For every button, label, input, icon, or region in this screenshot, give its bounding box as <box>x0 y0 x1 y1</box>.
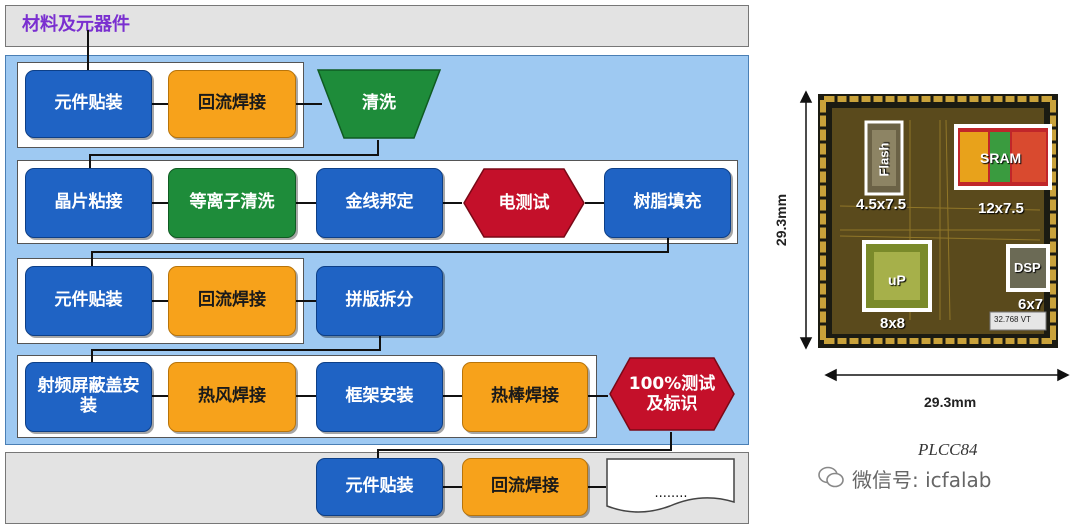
flash-label: Flash <box>876 142 892 177</box>
height-dimension: 29.3mm <box>773 193 789 247</box>
step-component-mount-2: 元件贴装 <box>25 266 152 336</box>
step-panel-split: 拼版拆分 <box>316 266 443 336</box>
package-caption: PLCC84 <box>918 440 978 459</box>
step-full-test-marking: 100%测试及标识 <box>628 373 716 414</box>
step-resin-fill: 树脂填充 <box>604 168 731 238</box>
material-label: 材料及元器件 <box>22 14 130 35</box>
step-reflow-solder-1: 回流焊接 <box>168 70 296 138</box>
step-cleaning: 清洗 <box>362 93 396 114</box>
dsp-size: 6x7 <box>1018 296 1044 313</box>
step-reflow-solder-2: 回流焊接 <box>168 266 296 336</box>
step-wire-bond: 金线邦定 <box>316 168 443 238</box>
wechat-icon <box>818 466 844 488</box>
step-electrical-test: 电测试 <box>498 192 550 213</box>
step-shield-mount: 射频屏蔽盖安装 <box>25 362 152 432</box>
step-component-mount-1: 元件贴装 <box>25 70 152 138</box>
top-material-band <box>5 5 749 47</box>
width-dimension: 29.3mm <box>924 394 977 410</box>
step-component-mount-3: 元件贴装 <box>316 458 443 516</box>
step-electrical-test-shape <box>463 168 585 238</box>
step-frame-mount: 框架安装 <box>316 362 443 432</box>
watermark-text: 微信号: icfalab <box>852 468 992 492</box>
step-cleaning-shape <box>316 69 442 139</box>
step-more-ellipsis: ........ <box>654 486 688 501</box>
up-label: uP <box>888 272 906 288</box>
sram-label: SRAM <box>980 150 1022 166</box>
dsp-label: DSP <box>1014 260 1041 275</box>
step-plasma-clean: 等离子清洗 <box>168 168 296 238</box>
step-reflow-solder-3: 回流焊接 <box>462 458 588 516</box>
step-hot-air-solder: 热风焊接 <box>168 362 296 432</box>
step-full-test-shape <box>609 357 735 431</box>
up-size: 8x8 <box>880 315 906 332</box>
flash-size: 4.5x7.5 <box>856 196 907 213</box>
crystal-label: 32.768 VT <box>994 315 1031 324</box>
step-more-document-shape <box>606 458 735 513</box>
step-hot-bar-solder: 热棒焊接 <box>462 362 588 432</box>
step-die-attach: 晶片粘接 <box>25 168 152 238</box>
sram-size: 12x7.5 <box>978 200 1024 217</box>
